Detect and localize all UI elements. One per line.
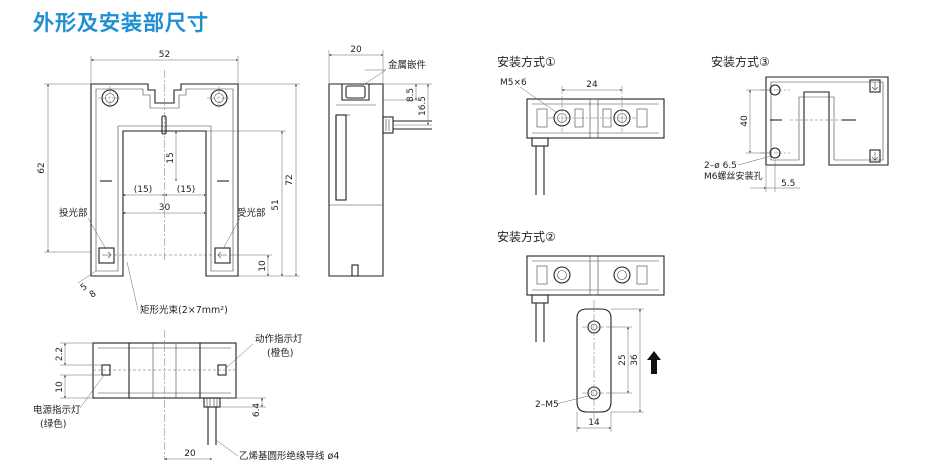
side-view: 20 金属嵌件 8.5 16.5 <box>328 45 432 277</box>
dim-mount2-25: 25 <box>618 354 628 365</box>
label-emitter: 投光部 <box>59 207 88 219</box>
dim-front-height: 62 <box>37 162 47 173</box>
mount2-caption: 安装方式② <box>497 229 556 244</box>
mount1-caption: 安装方式① <box>497 54 556 69</box>
dim-bottom-20: 20 <box>184 449 196 459</box>
label-power-lamp: 电源指示灯 <box>33 404 81 416</box>
dim-inner: 30 <box>159 203 171 213</box>
label-action-lamp: 动作指示灯 <box>255 333 303 345</box>
label-mount2-screw: 2–M5 <box>535 400 559 410</box>
direction-arrow-icon <box>647 351 661 374</box>
dim-half-left: (15) <box>134 185 152 195</box>
dim-front-bottom: 10 <box>258 260 268 272</box>
label-receiver: 受光部 <box>237 207 266 219</box>
dim-mount2-14: 14 <box>588 418 600 428</box>
bottom-view: 2.2 10 6.4 20 动作指示灯 (橙色) 电源指示灯 (绿色) 乙烯基圆… <box>33 330 339 462</box>
dim-bottom-64: 6.4 <box>252 403 262 418</box>
dim-half-right: (15) <box>177 185 195 195</box>
dim-bottom-22: 2.2 <box>55 347 65 361</box>
dim-front-gap: 15 <box>166 152 176 163</box>
page-title: 外形及安装部尺寸 <box>33 11 209 35</box>
dim-side-width: 20 <box>350 45 362 55</box>
label-beam: 矩形光束(2×7mm²) <box>140 304 228 316</box>
dim-front-slot: 51 <box>271 199 281 210</box>
label-metal-insert: 金属嵌件 <box>388 59 427 71</box>
dim-side-165: 16.5 <box>418 96 428 116</box>
dim-bottom-10: 10 <box>55 381 65 393</box>
label-mount1-screw: M5×6 <box>500 78 527 88</box>
mount3-view: 安装方式③ 40 2–ø 6.5 M6螺丝安装孔 5.5 <box>704 54 889 192</box>
dim-mount1-24: 24 <box>586 80 598 90</box>
dim-front-total: 72 <box>285 174 295 185</box>
front-view: 52 62 72 51 15 (15) (15) 30 10 5 8 投光部 <box>37 50 300 316</box>
dim-corner-b: 8 <box>88 289 99 301</box>
dim-mount2-36: 36 <box>630 354 640 366</box>
dim-front-width: 52 <box>159 50 170 60</box>
label-mount3-hole: 2–ø 6.5 <box>704 161 737 171</box>
mount3-caption: 安装方式③ <box>711 54 770 69</box>
mount1-view: 安装方式① 24 M5×6 <box>497 54 665 195</box>
label-power-color: (绿色) <box>40 418 66 430</box>
mount2-view: 安装方式② 25 36 14 2–M5 <box>497 229 665 432</box>
dim-mount3-55: 5.5 <box>781 179 795 189</box>
dim-corner-a: 5 <box>79 282 89 293</box>
label-mount3-hole2: M6螺丝安装孔 <box>704 170 763 182</box>
dim-mount3-40: 40 <box>740 115 750 127</box>
label-cable: 乙烯基圆形绝缘导线 ø4 <box>239 450 339 462</box>
dim-side-85: 8.5 <box>406 88 416 102</box>
label-action-color: (橙色) <box>267 347 293 359</box>
